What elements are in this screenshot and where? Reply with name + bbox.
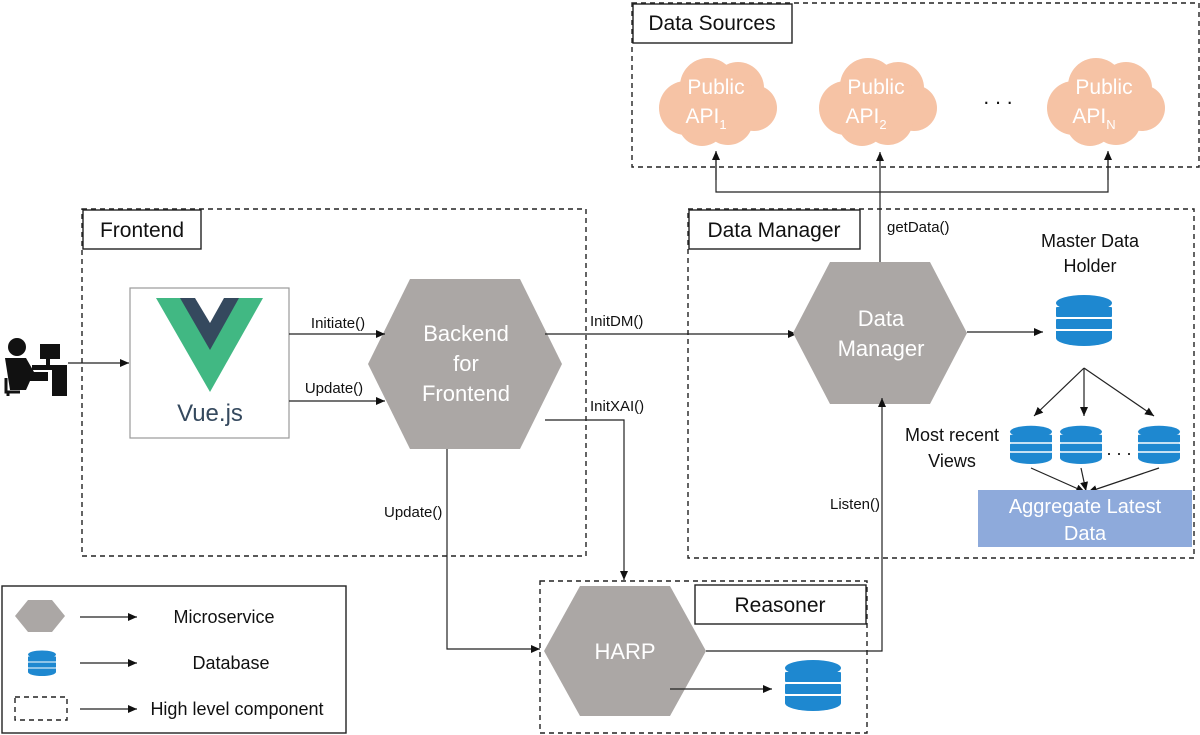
init-xai-label: InitXAI()	[590, 398, 644, 415]
harp-microservice: HARP	[544, 586, 706, 716]
data-manager-title: Data Manager	[707, 219, 840, 242]
data-manager-microservice: Data Manager	[793, 262, 967, 404]
reasoner-boundary	[539, 580, 868, 734]
cloud-label-line2: APIN	[1072, 105, 1115, 132]
legend-component-label: High level component	[150, 699, 323, 719]
get-data-label: getData()	[887, 219, 950, 236]
data-sources-boundary	[631, 2, 1200, 168]
get-data-connectors: getData()	[712, 151, 1112, 262]
initiate-label: Initiate()	[311, 315, 365, 332]
recent-label-line2: Views	[928, 451, 976, 471]
cloud-public-api-1: Public API1	[659, 58, 777, 146]
init-dm-label: InitDM()	[590, 313, 643, 330]
cloud-ellipsis: . . .	[983, 86, 1012, 109]
recent-label-line1: Most recent	[905, 425, 999, 445]
view3-to-aggregate-arrow	[1087, 467, 1160, 493]
aggregate-latest-data: Aggregate Latest Data	[978, 490, 1192, 547]
bff-hexagon	[368, 279, 562, 449]
data-manager-boundary	[687, 208, 1195, 559]
legend: Microservice Database High level compone…	[1, 585, 347, 734]
reasoner-database-icon	[785, 660, 841, 711]
harp-label: HARP	[594, 639, 655, 664]
view-database-icon	[1010, 425, 1052, 464]
bff-microservice: Backend for Frontend	[368, 279, 562, 449]
view2-to-aggregate-arrow	[1080, 467, 1088, 492]
cloud-icon	[1047, 58, 1165, 146]
frontend-title: Frontend	[100, 219, 184, 242]
recent-views: . . . Most recent Views	[905, 367, 1180, 493]
data-manager-hexagon	[793, 262, 967, 404]
bff-label-line3: Frontend	[422, 381, 510, 406]
update-bottom-arrow	[446, 449, 540, 653]
cloud-icon	[659, 58, 777, 146]
master-label-line2: Holder	[1063, 256, 1116, 276]
frontend-component: Frontend	[81, 208, 587, 557]
vue-bff-connectors: Initiate() Update()	[289, 315, 385, 405]
legend-microservice-icon	[15, 600, 65, 632]
update-bottom-label: Update()	[384, 504, 442, 521]
views-ellipsis: . . .	[1106, 439, 1131, 459]
frontend-boundary	[81, 208, 587, 557]
data-sources-title-box	[632, 3, 793, 44]
data-manager-title-box	[688, 209, 861, 250]
init-xai-arrow	[545, 419, 628, 580]
listen-label: Listen()	[830, 496, 880, 513]
master-to-view3-arrow	[1083, 367, 1155, 417]
update-top-label: Update()	[305, 380, 363, 397]
bff-label-line1: Backend	[423, 321, 509, 346]
cloud-public-api-n: Public APIN	[1047, 58, 1165, 146]
data-sources-component: Data Sources Public API1 Public API2 . .…	[631, 2, 1200, 168]
user-at-computer-icon	[4, 338, 67, 396]
aggregate-label-line1: Aggregate Latest	[1009, 496, 1162, 518]
master-to-view1-arrow	[1033, 367, 1085, 417]
dm-label-line2: Manager	[838, 336, 925, 361]
legend-microservice-label: Microservice	[173, 607, 274, 627]
cloud-label-line1: Public	[1075, 76, 1132, 99]
master-data-holder: Master Data Holder	[1041, 231, 1140, 346]
cloud-label-line1: Public	[847, 76, 904, 99]
reasoner-component: Reasoner	[539, 580, 868, 734]
cloud-icon	[819, 58, 937, 146]
frontend-title-box	[82, 209, 202, 250]
listen-arrow	[706, 398, 886, 652]
aggregate-label-line2: Data	[1064, 523, 1107, 545]
reasoner-title-box	[694, 584, 867, 625]
view-database-icon	[1060, 425, 1102, 464]
legend-component-icon	[14, 696, 68, 721]
harp-hexagon	[544, 586, 706, 716]
data-sources-title: Data Sources	[648, 12, 775, 35]
cloud-label-line1: Public	[687, 76, 744, 99]
cloud-label-line2: API2	[845, 105, 886, 132]
master-database-icon	[1056, 295, 1112, 346]
view1-to-aggregate-arrow	[1030, 467, 1086, 493]
aggregate-box	[978, 490, 1192, 547]
legend-database-label: Database	[192, 653, 269, 673]
cloud-public-api-2: Public API2	[819, 58, 937, 146]
get-data-bus	[715, 152, 1109, 193]
data-manager-component: Data Manager	[687, 208, 1195, 559]
vue-app-box: Vue.js	[129, 287, 290, 439]
view-database-icon	[1138, 425, 1180, 464]
cloud-label-line2: API1	[685, 105, 726, 132]
legend-database-icon	[28, 650, 56, 676]
master-label-line1: Master Data	[1041, 231, 1140, 251]
dm-label-line1: Data	[858, 306, 905, 331]
vue-logo-icon	[156, 298, 263, 392]
bff-label-line2: for	[453, 351, 479, 376]
reasoner-title: Reasoner	[734, 594, 825, 617]
vue-label: Vue.js	[177, 400, 243, 427]
